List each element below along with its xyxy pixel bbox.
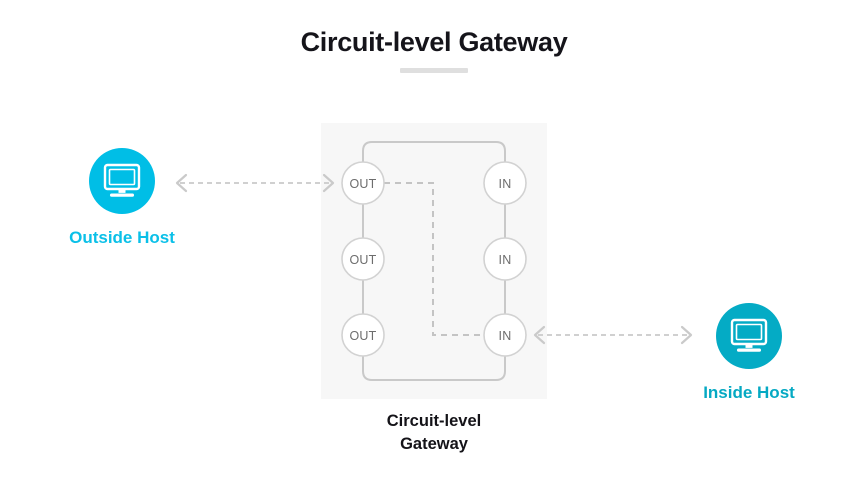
outside-host-to-gateway-connector xyxy=(175,173,335,193)
arrowhead-left xyxy=(533,325,546,345)
arrowhead-right xyxy=(322,173,335,193)
outside-host-label: Outside Host xyxy=(69,228,175,247)
gateway-circuit-graphic xyxy=(341,141,527,381)
gateway-to-inside-host-connector xyxy=(533,325,693,345)
out-port-label-1: OUT xyxy=(349,177,377,191)
page-title: Circuit-level Gateway xyxy=(300,27,568,57)
in-port-label-1: IN xyxy=(498,177,512,191)
in-port-circle-1 xyxy=(483,161,527,205)
out-port-label-3: OUT xyxy=(349,329,377,343)
inside-host-label: Inside Host xyxy=(703,383,795,402)
outside-host-avatar xyxy=(89,148,155,214)
gateway-caption-line-1: Circuit-level xyxy=(386,412,482,430)
internal-circuit-dashed-path xyxy=(384,182,484,336)
title-underline-rule xyxy=(400,68,468,73)
inside-host-avatar xyxy=(716,303,782,369)
desktop-monitor-icon xyxy=(730,318,768,352)
out-port-label-2: OUT xyxy=(349,253,377,267)
in-port-label-2: IN xyxy=(498,253,512,267)
circuit-rail-top xyxy=(362,141,506,183)
circuit-rail-bottom xyxy=(362,339,506,381)
arrowhead-right xyxy=(680,325,693,345)
in-port-label-3: IN xyxy=(498,329,512,343)
desktop-monitor-icon xyxy=(103,163,141,197)
in-port-circle-3 xyxy=(483,313,527,357)
gateway-caption: Circuit-level Gateway xyxy=(324,410,544,456)
out-port-circle-1 xyxy=(341,161,385,205)
in-port-circle-2 xyxy=(483,237,527,281)
out-port-circle-3 xyxy=(341,313,385,357)
gateway-caption-line-2: Gateway xyxy=(400,435,468,453)
arrowhead-left xyxy=(175,173,188,193)
out-port-circle-2 xyxy=(341,237,385,281)
